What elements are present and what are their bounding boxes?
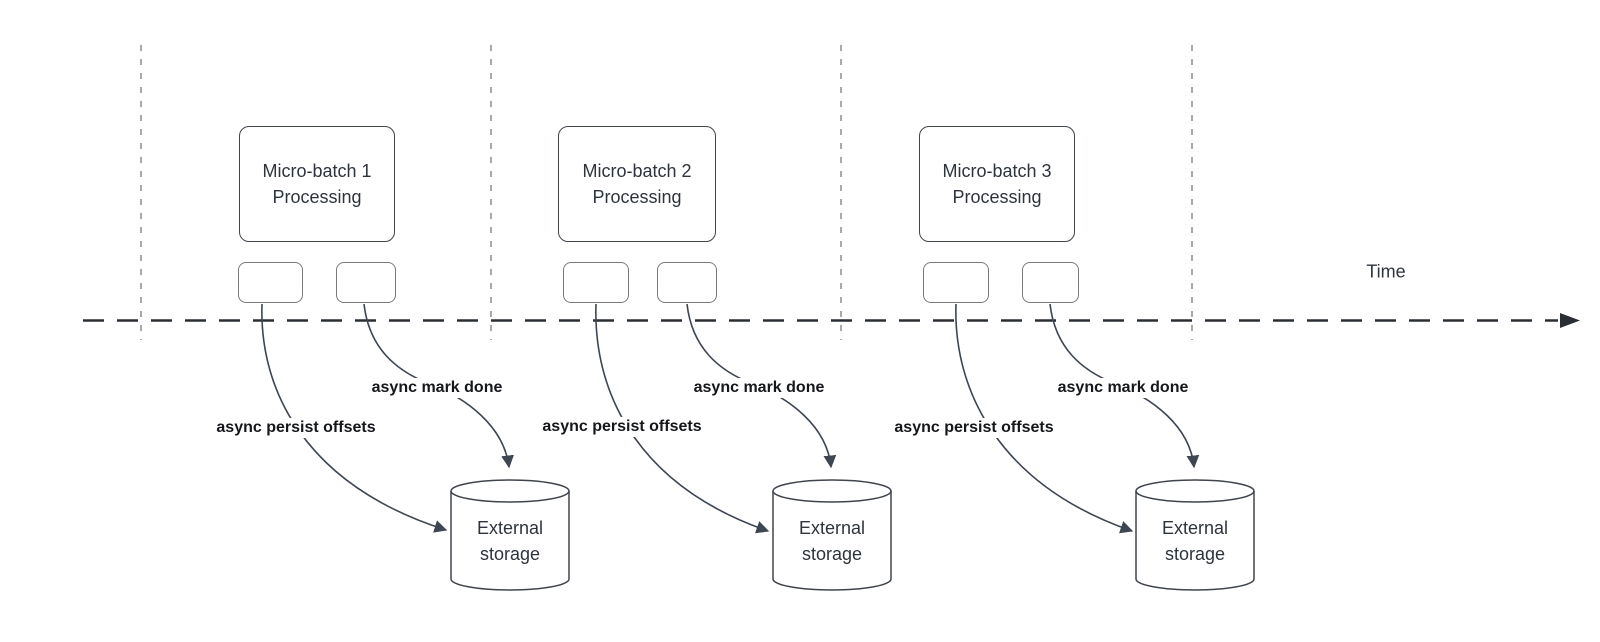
microbatch-1-processing-box: Micro-batch 1 Processing <box>239 126 395 242</box>
storage-cylinder-1 <box>450 479 570 591</box>
timeline-arrowhead-icon <box>1560 313 1580 328</box>
storage-cylinder-2 <box>772 479 892 591</box>
mark-done-task-box-2 <box>657 262 717 303</box>
mark-done-task-box-1 <box>336 262 396 303</box>
storage-cylinder-3 <box>1135 479 1255 591</box>
mark-done-arrow-label-1: async mark done <box>368 378 506 398</box>
external-storage-label-1: External storage <box>476 518 544 564</box>
microbatch-3-processing-box: Micro-batch 3 Processing <box>919 126 1075 242</box>
timeline-axis <box>83 313 1580 328</box>
mark-done-arrow-label-2: async mark done <box>690 378 828 398</box>
persist-offsets-task-box-3 <box>923 262 989 303</box>
persist-offsets-arrow-label-2: async persist offsets <box>539 417 705 437</box>
microbatch-2-processing-box: Micro-batch 2 Processing <box>558 126 716 242</box>
external-storage-label-3: External storage <box>1161 518 1229 564</box>
persist-offsets-arrow-label-3: async persist offsets <box>891 418 1057 438</box>
mark-done-task-box-3 <box>1022 262 1079 303</box>
mark-done-arrow-label-3: async mark done <box>1054 378 1192 398</box>
storage-cylinders <box>450 479 1255 591</box>
persist-offsets-task-box-1 <box>238 262 303 303</box>
persist-offsets-arrow-label-1: async persist offsets <box>213 418 379 438</box>
external-storage-label-2: External storage <box>798 518 866 564</box>
persist-offsets-task-box-2 <box>563 262 629 303</box>
time-axis-label: Time <box>1366 261 1406 282</box>
persist-offsets-arrow-1 <box>261 303 448 533</box>
